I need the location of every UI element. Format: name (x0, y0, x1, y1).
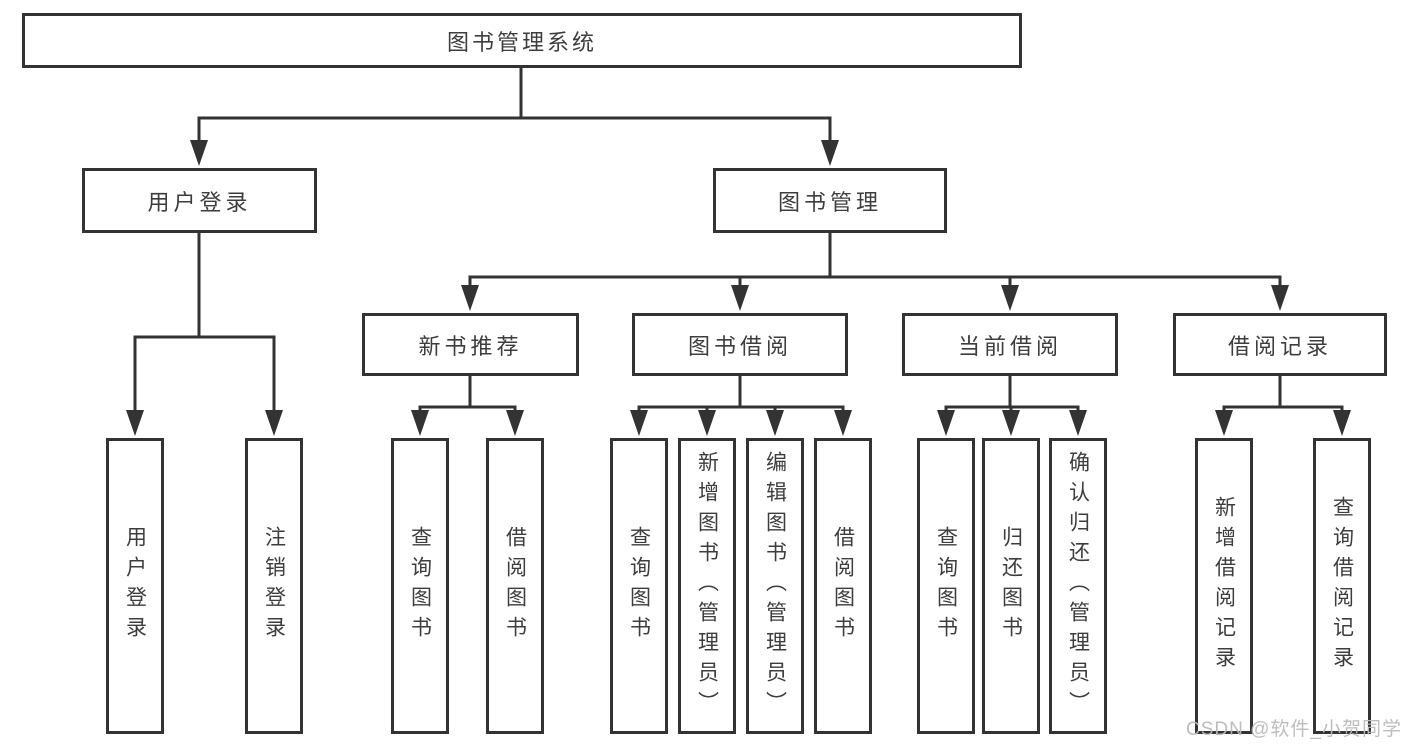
node-label: 查询借阅记录 (1330, 496, 1354, 676)
node-label: 查询图书 (934, 526, 958, 646)
arrow-down-icon (506, 410, 524, 436)
leaf-query-book-recommend: 查询图书 (391, 438, 449, 734)
node-current-borrow: 当前借阅 (902, 313, 1118, 376)
arrow-down-icon (411, 410, 429, 436)
arrow-down-icon (937, 410, 955, 436)
node-root-system: 图书管理系统 (22, 13, 1022, 68)
leaf-user-login: 用户登录 (106, 438, 164, 734)
leaf-return-book: 归还图书 (982, 438, 1040, 734)
arrow-down-icon (190, 140, 208, 166)
arrow-down-icon (630, 410, 648, 436)
arrow-down-icon (698, 410, 716, 436)
node-label: 归还图书 (999, 526, 1023, 646)
node-new-book-recommend: 新书推荐 (362, 313, 579, 376)
node-book-management: 图书管理 (713, 168, 947, 233)
arrow-down-icon (461, 285, 479, 311)
node-label: 新增图书（管理员） (695, 451, 719, 721)
node-label: 编辑图书（管理员） (763, 451, 787, 721)
leaf-add-book-admin: 新增图书（管理员） (678, 438, 736, 734)
node-label: 新增借阅记录 (1212, 496, 1236, 676)
leaf-query-borrow-record: 查询借阅记录 (1313, 438, 1371, 734)
leaf-borrow-book: 借阅图书 (814, 438, 872, 734)
arrow-down-icon (1002, 410, 1020, 436)
arrow-down-icon (731, 285, 749, 311)
node-label: 图书管理系统 (446, 29, 597, 55)
arrow-down-icon (1215, 410, 1233, 436)
node-label: 借阅图书 (831, 526, 855, 646)
arrow-down-icon (265, 410, 283, 436)
node-label: 新书推荐 (418, 333, 523, 359)
csdn-watermark: CSDN @软件_小贺同学 (1186, 719, 1402, 740)
arrow-down-icon (126, 410, 144, 436)
arrow-down-icon (1271, 285, 1289, 311)
arrow-down-icon (834, 410, 852, 436)
node-borrow-record: 借阅记录 (1173, 313, 1387, 376)
leaf-confirm-return-admin: 确认归还（管理员） (1049, 438, 1107, 734)
leaf-query-book-borrow: 查询图书 (610, 438, 668, 734)
node-label: 用户登录 (123, 526, 147, 646)
node-label: 图书管理 (777, 189, 882, 215)
leaf-logout: 注销登录 (245, 438, 303, 734)
arrow-down-icon (1069, 410, 1087, 436)
arrow-down-icon (766, 410, 784, 436)
node-label: 用户登录 (147, 189, 252, 215)
node-book-borrow: 图书借阅 (632, 313, 848, 376)
node-user-login: 用户登录 (82, 168, 317, 233)
leaf-borrow-book-recommend: 借阅图书 (486, 438, 544, 734)
node-label: 当前借阅 (957, 333, 1062, 359)
arrow-down-icon (821, 140, 839, 166)
node-label: 图书借阅 (687, 333, 792, 359)
leaf-edit-book-admin: 编辑图书（管理员） (746, 438, 804, 734)
leaf-add-borrow-record: 新增借阅记录 (1195, 438, 1253, 734)
node-label: 借阅图书 (503, 526, 527, 646)
arrow-down-icon (1333, 410, 1351, 436)
leaf-query-book-current: 查询图书 (917, 438, 975, 734)
node-label: 查询图书 (408, 526, 432, 646)
node-label: 借阅记录 (1227, 333, 1332, 359)
node-label: 确认归还（管理员） (1066, 451, 1090, 721)
node-label: 注销登录 (262, 526, 286, 646)
node-label: 查询图书 (627, 526, 651, 646)
arrow-down-icon (1001, 285, 1019, 311)
